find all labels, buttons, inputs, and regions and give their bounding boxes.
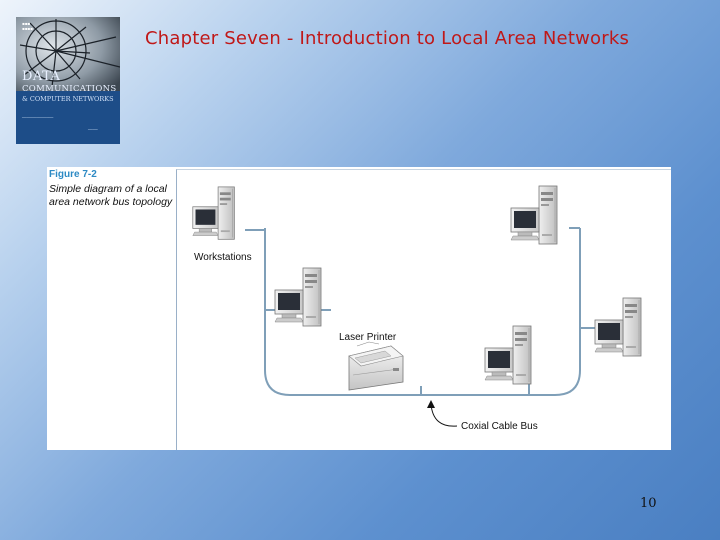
- book-title-line1: DATA: [22, 69, 61, 84]
- workstation-icon: [594, 297, 642, 357]
- figure-caption: Simple diagram of a local area network b…: [49, 183, 173, 208]
- book-author-decoration: ────: [88, 127, 98, 132]
- workstation-icon: [274, 267, 322, 327]
- book-cover-image: ▪▪▪▪▪▪▪ DATA COMMUNICATIONS & COMPUTER N…: [16, 17, 120, 144]
- book-title-line3: & COMPUTER NETWORKS: [22, 95, 114, 103]
- wheel-photo-icon: [16, 17, 120, 91]
- book-subtitle-decoration: ─────────────: [22, 115, 54, 120]
- workstation-icon: [510, 185, 558, 245]
- arrow-head-icon: [427, 400, 435, 408]
- callout-arrow: [430, 403, 458, 427]
- coaxial-bus-cable: [264, 228, 581, 396]
- workstation-icon: [192, 186, 235, 240]
- laser-printer-icon: [348, 341, 404, 391]
- figure-number: Figure 7-2: [49, 169, 97, 180]
- book-title-line2: COMMUNICATIONS: [22, 84, 117, 94]
- label-coaxial-cable-bus: Coxial Cable Bus: [461, 421, 538, 432]
- page-number: 10: [640, 496, 657, 511]
- figure-panel: Figure 7-2 Simple diagram of a local are…: [47, 167, 671, 450]
- slide-title: Chapter Seven - Introduction to Local Ar…: [145, 28, 630, 49]
- workstation-icon: [484, 325, 532, 385]
- publisher-logo: ▪▪▪▪▪▪▪: [22, 21, 33, 31]
- label-laser-printer: Laser Printer: [339, 332, 397, 343]
- figure-caption-area: Figure 7-2 Simple diagram of a local are…: [47, 167, 175, 450]
- diagram-canvas: [192, 185, 642, 427]
- label-workstations: Workstations: [194, 252, 252, 263]
- bus-topology-diagram: Workstations Laser Printer Coxial Cable …: [176, 169, 671, 450]
